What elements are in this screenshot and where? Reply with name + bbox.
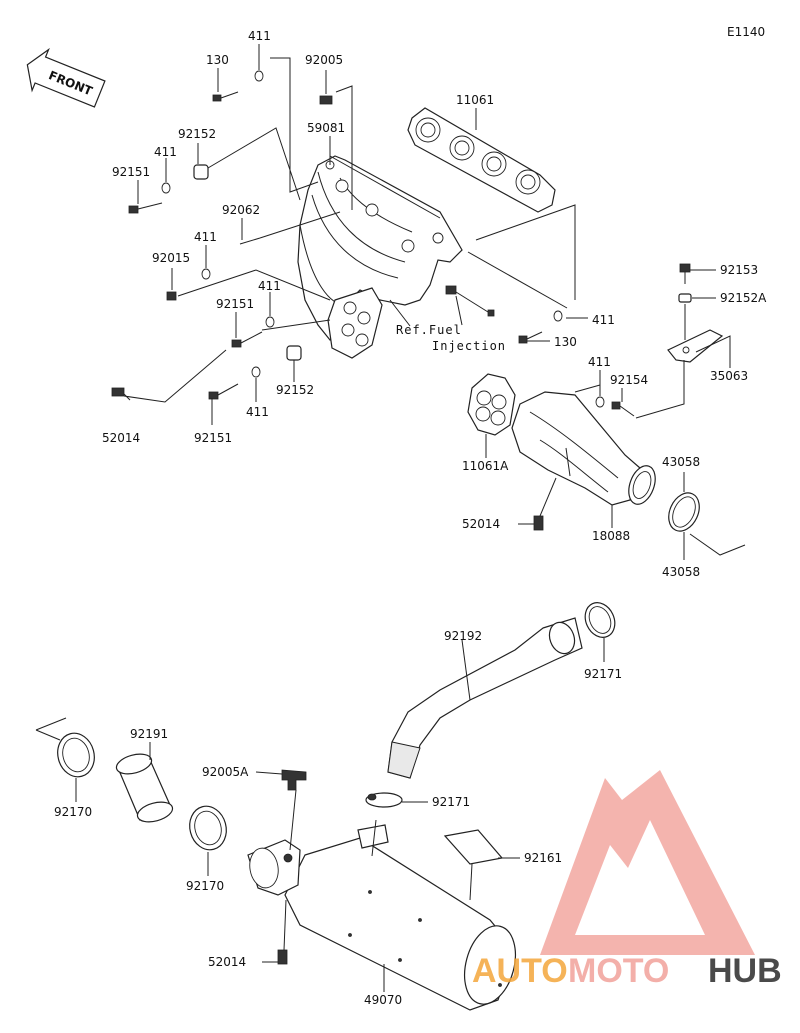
gasket-11061a (467, 373, 516, 436)
logo-text-auto: AUTO (472, 952, 568, 990)
fitting-92005a (281, 769, 307, 791)
part-label-92015: 92015 (152, 251, 190, 265)
bolt-92151-b (231, 331, 263, 348)
diagram-code: E1140 (727, 25, 765, 39)
outlet-gasket-small (327, 287, 383, 359)
part-label-92161: 92161 (524, 851, 562, 865)
ring-43058 (668, 492, 700, 532)
part-label-43058: 43058 (662, 455, 700, 469)
bolt-92153 (679, 263, 691, 284)
fitting-52014-left (111, 387, 131, 401)
ref-note-line2: Injection (432, 339, 506, 353)
clamp-92171-lower (365, 792, 403, 808)
part-label-92005: 92005 (305, 53, 343, 67)
part-label-35063: 35063 (710, 369, 748, 383)
part-label-92170: 92170 (54, 805, 92, 819)
washer-411-e (553, 310, 563, 322)
part-label-411: 411 (588, 355, 611, 369)
ref-note-line1: Ref.Fuel (396, 323, 462, 337)
part-label-11061a: 11061A (462, 459, 509, 473)
part-label-411: 411 (592, 313, 615, 327)
washer-411-g (595, 396, 605, 408)
bolt-92154 (611, 401, 635, 417)
part-label-92192: 92192 (444, 629, 482, 643)
collar-92152-lower (286, 345, 302, 361)
label-plate-92161 (443, 829, 504, 865)
part-label-411: 411 (258, 279, 281, 293)
collar-92152a (678, 293, 692, 303)
part-label-92152: 92152 (276, 383, 314, 397)
muffler-49070 (247, 824, 516, 1011)
part-label-52014: 52014 (102, 431, 140, 445)
part-label-411: 411 (246, 405, 269, 419)
part-label-92151: 92151 (194, 431, 232, 445)
part-label-92170: 92170 (186, 879, 224, 893)
part-label-92151: 92151 (112, 165, 150, 179)
part-label-92171: 92171 (584, 667, 622, 681)
part-label-11061: 11061 (456, 93, 494, 107)
part-label-52014: 52014 (208, 955, 246, 969)
sleeve-92191 (115, 753, 174, 823)
sensor-fuel-injection (445, 285, 495, 317)
part-label-130: 130 (554, 335, 577, 349)
logo-text-hub: HUB (708, 952, 782, 990)
part-label-92062: 92062 (222, 203, 260, 217)
part-label-92005a: 92005A (202, 765, 249, 779)
part-label-411: 411 (248, 29, 271, 43)
manifold-gasket-11061 (407, 107, 556, 213)
part-label-92152a: 92152A (720, 291, 767, 305)
part-label-49070: 49070 (364, 993, 402, 1007)
part-label-92151: 92151 (216, 297, 254, 311)
bolt-130-top (212, 91, 239, 102)
clamp-92171-upper (584, 602, 616, 638)
bolt-92151-a (128, 202, 163, 214)
automotohub-logo: AUTO MOTO HUB (472, 770, 782, 990)
pin-92062 (239, 237, 261, 245)
pipe-92192 (387, 617, 583, 779)
part-label-43058: 43058 (662, 565, 700, 579)
leader-lines (35, 44, 746, 992)
part-label-18088: 18088 (592, 529, 630, 543)
part-label-411: 411 (154, 145, 177, 159)
clamp-92170-left (57, 732, 95, 778)
front-arrow-icon: FRONT (26, 47, 106, 108)
logo-text-moto: MOTO (568, 952, 669, 990)
washer-411-f (251, 366, 261, 378)
part-label-411: 411 (194, 230, 217, 244)
part-label-52014: 52014 (462, 517, 500, 531)
washer-411-d (265, 316, 275, 328)
bracket-35063 (667, 329, 724, 363)
part-label-92152: 92152 (178, 127, 216, 141)
part-label-92153: 92153 (720, 263, 758, 277)
bolt-130-b (518, 331, 543, 344)
collar-92152-upper (193, 164, 209, 180)
clamp-92170-right (189, 805, 227, 851)
stud-92005 (319, 95, 333, 105)
washer-411-b (161, 182, 171, 194)
part-label-92154: 92154 (610, 373, 648, 387)
part-label-59081: 59081 (307, 121, 345, 135)
exhaust-manifold (297, 155, 463, 341)
washer-411-c (201, 268, 211, 280)
nut-92015 (166, 291, 177, 301)
fitting-52014-bottom (277, 949, 288, 965)
logo-triangle-icon (540, 770, 755, 955)
part-label-92171: 92171 (432, 795, 470, 809)
bolt-92151-c (208, 383, 239, 400)
washer-411-top (254, 70, 264, 82)
part-label-92191: 92191 (130, 727, 168, 741)
exhaust-pipe-18088 (511, 391, 656, 506)
part-label-130: 130 (206, 53, 229, 67)
fitting-52014-mid (533, 515, 544, 531)
